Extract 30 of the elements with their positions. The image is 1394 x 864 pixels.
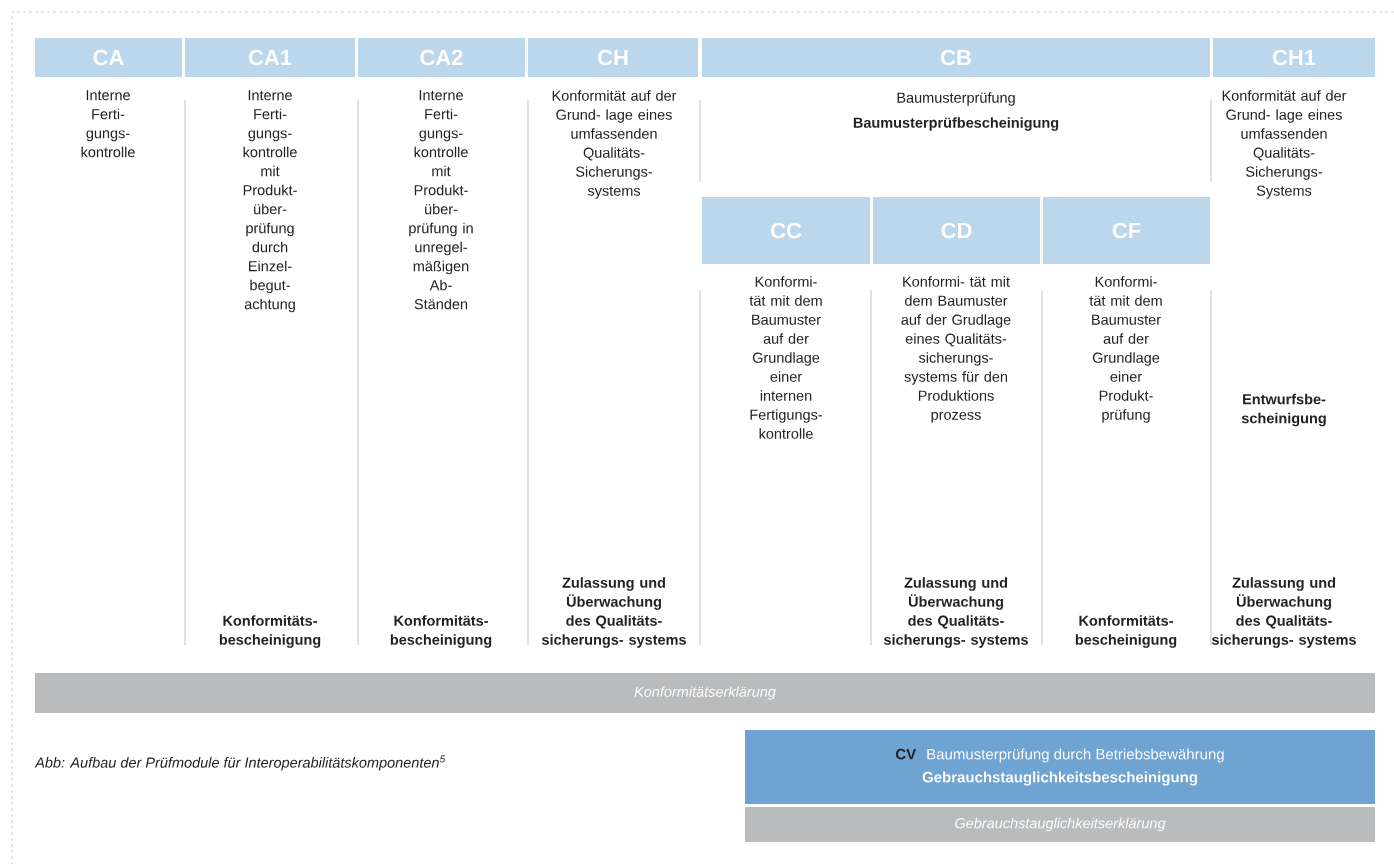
certificate-text: Konformitäts- bescheinigung <box>219 615 321 648</box>
module-box: CV Baumusterprüfung durch Betriebsbewährung Gebrauchstauglichkeitsbescheinigung <box>745 730 1375 804</box>
module-description: Interne Ferti- gungs- kontrolle mit Produkt- über- prüfung in unregel- mäßigen Ab- Ständen <box>409 90 473 310</box>
module-header: CA1 <box>185 38 355 77</box>
module-description: Interne Ferti- gungs- kontrolle mit Produkt- über- prüfung durch Einzel- begut- achtung <box>243 90 297 313</box>
certificate-text: Konformitäts- bescheinigung <box>390 615 492 648</box>
module-description: Baumusterprüfung <box>897 92 1015 106</box>
module-description: Konformi- tät mit dem Baumuster auf der Grundlage einer internen Fertigungs- kontrolle <box>749 276 823 439</box>
module-description: Konformi- tät mit dem Baumuster auf der Grundlage einer Produkt- prüfung <box>1089 276 1162 423</box>
module-header: CH1 <box>1213 38 1375 77</box>
certificate-text: Zulassung und Überwachung des Qualitäts- sicherungs- systems <box>884 577 1028 648</box>
module-header: CF <box>1043 197 1210 264</box>
module-header: CD <box>873 197 1040 264</box>
declaration-bar: Konformitätserklärung <box>35 673 1375 713</box>
certificate-text: Konformitäts- bescheinigung <box>1075 615 1177 648</box>
module-description: Interne Ferti- gungs- kontrolle <box>81 90 135 158</box>
module-header: CA <box>35 38 182 77</box>
caption: Abb: Aufbau der Prüfmodule für Interoperabilitätskomponenten$^{5}$ <box>34 755 446 771</box>
certificate-text: Zulassung und Überwachung des Qualitäts- sicherungs- systems <box>542 577 686 648</box>
module-header: CA2 <box>358 38 525 77</box>
module-description: Konformi- tät mit dem Baumuster auf der Grudlage eines Qualitäts- sicherungs- systems für den Produktions prozess <box>901 276 1011 423</box>
certificate-text: Entwurfsbe- scheinigung <box>1241 393 1326 427</box>
module-description: Konformität auf der Grund- lage eines umfassenden Qualitäts- Sicherungs- Systems <box>1222 90 1347 199</box>
module-description: Konformität auf der Grund- lage eines umfassenden Qualitäts- Sicherungs- systems <box>552 90 677 199</box>
certificate-text: Zulassung und Überwachung des Qualitäts- sicherungs- systems <box>1212 577 1356 648</box>
module-header: CH <box>528 38 698 77</box>
certificate-text: Baumusterprüfbescheinigung <box>853 117 1059 131</box>
declaration-bar: Gebrauchstauglichkeitserklärung <box>745 807 1375 842</box>
module-header: CC <box>702 197 870 264</box>
module-header: CB <box>702 38 1210 77</box>
